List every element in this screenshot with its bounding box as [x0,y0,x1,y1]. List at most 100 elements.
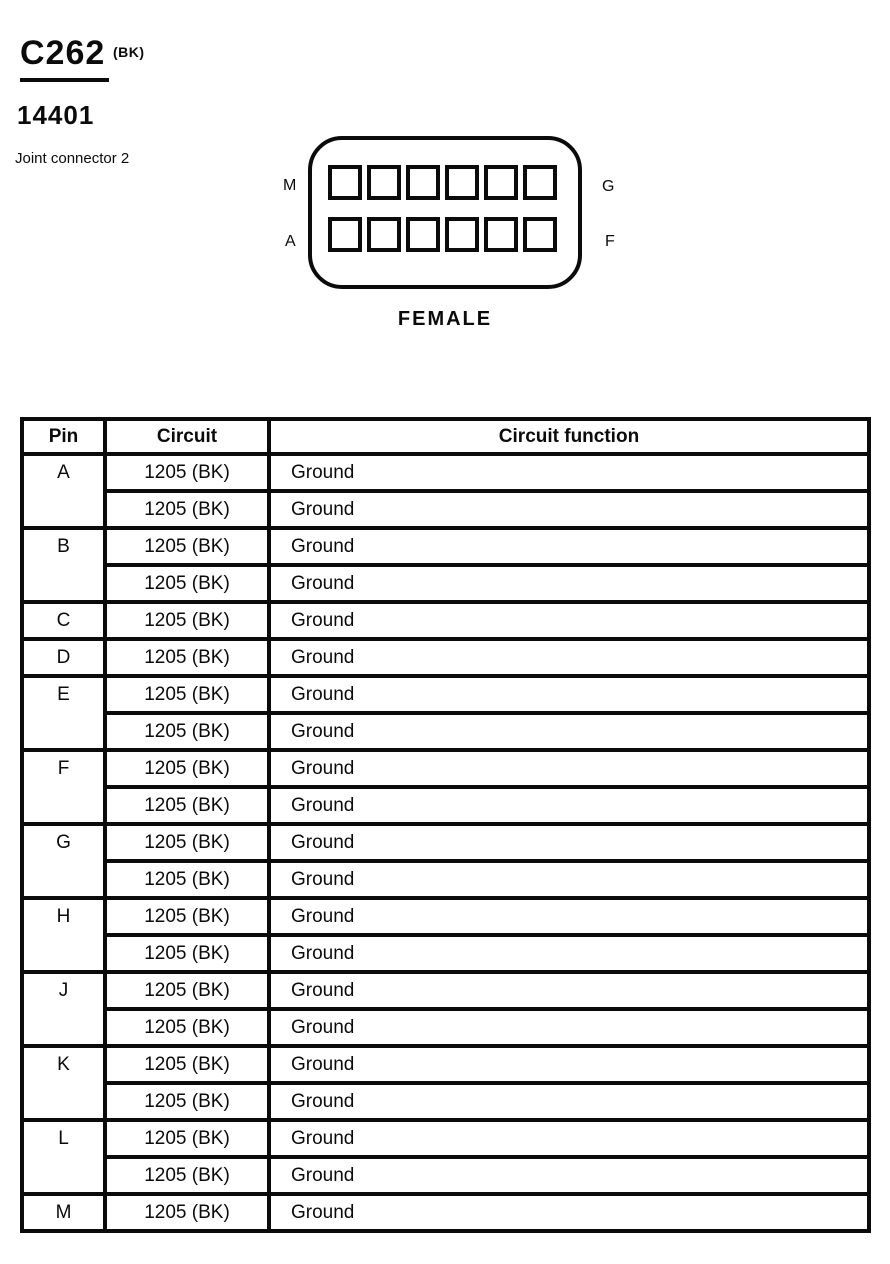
connector-pin-row [328,217,557,252]
table-row: 1205 (BK)Ground [22,1155,871,1196]
pin-slot [445,217,479,252]
circuit-function-column-header: Circuit function [267,417,871,456]
pin-cell: L [20,1118,107,1196]
pin-cell: A [20,452,107,530]
function-cell: Ground [267,896,871,937]
circuit-cell: 1205 (BK) [103,711,271,752]
circuit-cell: 1205 (BK) [103,674,271,715]
pin-slot [484,165,518,200]
circuit-cell: 1205 (BK) [103,1118,271,1159]
table-row: 1205 (BK)Ground [22,1081,871,1122]
table-row: 1205 (BK)Ground [22,489,871,530]
pin-label-bottom-right: F [605,233,615,250]
function-cell: Ground [267,1044,871,1085]
pin-slot [328,165,362,200]
circuit-column-header: Circuit [103,417,271,456]
circuit-cell: 1205 (BK) [103,785,271,826]
circuit-cell: 1205 (BK) [103,1007,271,1048]
function-cell: Ground [267,933,871,974]
function-cell: Ground [267,1007,871,1048]
circuit-cell: 1205 (BK) [103,859,271,900]
pin-cell: D [20,637,107,678]
circuit-cell: 1205 (BK) [103,489,271,530]
pin-slot [484,217,518,252]
function-cell: Ground [267,1192,871,1233]
connector-gender-label: FEMALE [397,308,493,330]
circuit-cell: 1205 (BK) [103,1192,271,1233]
pin-slot [367,217,401,252]
circuit-cell: 1205 (BK) [103,933,271,974]
pin-slot [328,217,362,252]
circuit-cell: 1205 (BK) [103,1044,271,1085]
function-cell: Ground [267,526,871,567]
function-cell: Ground [267,1081,871,1122]
pin-slot [367,165,401,200]
function-cell: Ground [267,489,871,530]
table-header-row: Pin Circuit Circuit function [20,417,871,456]
pin-cell: F [20,748,107,826]
circuit-cell: 1205 (BK) [103,452,271,493]
connector-description: Joint connector 2 [15,150,130,167]
function-cell: Ground [267,970,871,1011]
circuit-cell: 1205 (BK) [103,1081,271,1122]
function-cell: Ground [267,1118,871,1159]
pin-cell: K [20,1044,107,1122]
function-cell: Ground [267,748,871,789]
circuit-cell: 1205 (BK) [103,896,271,937]
pin-cell: M [20,1192,107,1233]
circuit-cell: 1205 (BK) [103,970,271,1011]
connector-color-code: (BK) [113,44,145,60]
circuit-cell: 1205 (BK) [103,600,271,641]
pin-column-header: Pin [20,417,107,456]
pin-cell: H [20,896,107,974]
connector-pin-row [328,165,557,200]
function-cell: Ground [267,822,871,863]
connector-pin-grid [328,165,557,252]
table-row: 1205 (BK)Ground [22,563,871,604]
circuit-cell: 1205 (BK) [103,563,271,604]
pin-slot [445,165,479,200]
function-cell: Ground [267,859,871,900]
function-cell: Ground [267,1155,871,1196]
circuit-cell: 1205 (BK) [103,526,271,567]
pin-cell: E [20,674,107,752]
part-number: 14401 [17,100,95,130]
pin-slot [406,165,440,200]
function-cell: Ground [267,637,871,678]
pin-slot [523,217,557,252]
pin-slot [406,217,440,252]
pin-cell: G [20,822,107,900]
pin-cell: B [20,526,107,604]
function-cell: Ground [267,563,871,604]
table-row: 1205 (BK)Ground [22,1007,871,1048]
pin-cell: J [20,970,107,1048]
connector-id: C262 [20,34,110,82]
function-cell: Ground [267,674,871,715]
table-row: 1205 (BK)Ground [22,785,871,826]
function-cell: Ground [267,600,871,641]
function-cell: Ground [267,785,871,826]
pin-label-top-left: M [283,177,297,194]
pin-label-bottom-left: A [285,233,296,250]
table-row: 1205 (BK)Ground [22,711,871,752]
circuit-cell: 1205 (BK) [103,748,271,789]
circuit-cell: 1205 (BK) [103,822,271,863]
circuit-cell: 1205 (BK) [103,1155,271,1196]
table-row: 1205 (BK)Ground [22,933,871,974]
pin-slot [523,165,557,200]
